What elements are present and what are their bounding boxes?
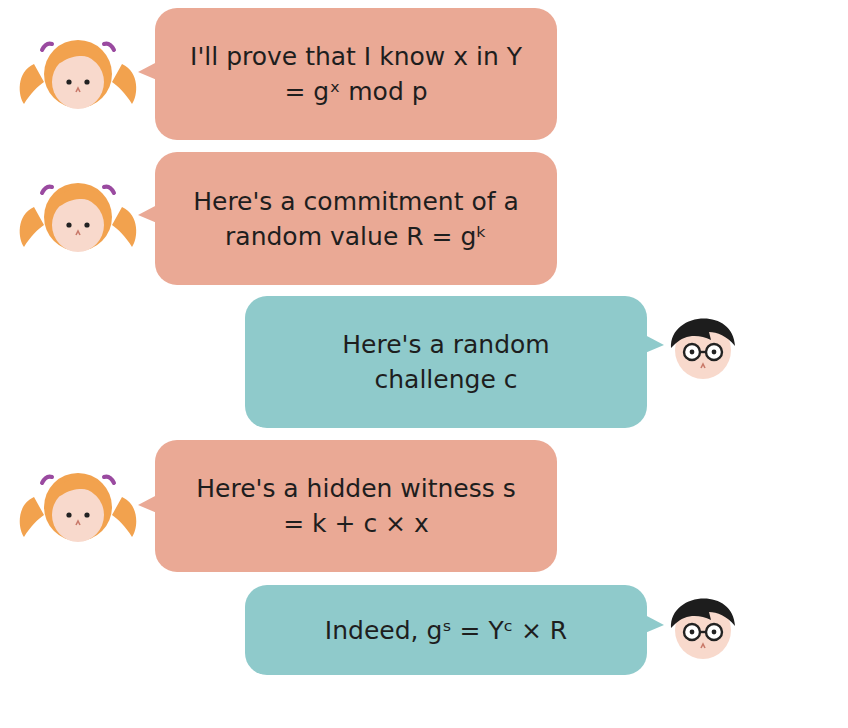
bubble-text: Here's a random challenge c bbox=[316, 327, 576, 397]
speech-bubble: Here's a random challenge c bbox=[245, 296, 647, 428]
bubble-text: I'll prove that I know x in Y = gˣ mod p bbox=[186, 39, 526, 109]
bubble-text: Here's a hidden witness s = k + c × x bbox=[191, 471, 521, 541]
speech-bubble: Here's a hidden witness s = k + c × x bbox=[155, 440, 557, 572]
speech-bubble: Here's a commitment of a random value R … bbox=[155, 152, 557, 285]
speech-bubble: Indeed, gˢ = Yᶜ × R bbox=[245, 585, 647, 675]
speech-bubble: I'll prove that I know x in Y = gˣ mod p bbox=[155, 8, 557, 140]
bubble-text: Here's a commitment of a random value R … bbox=[181, 184, 531, 254]
bubble-text: Indeed, gˢ = Yᶜ × R bbox=[325, 613, 567, 648]
